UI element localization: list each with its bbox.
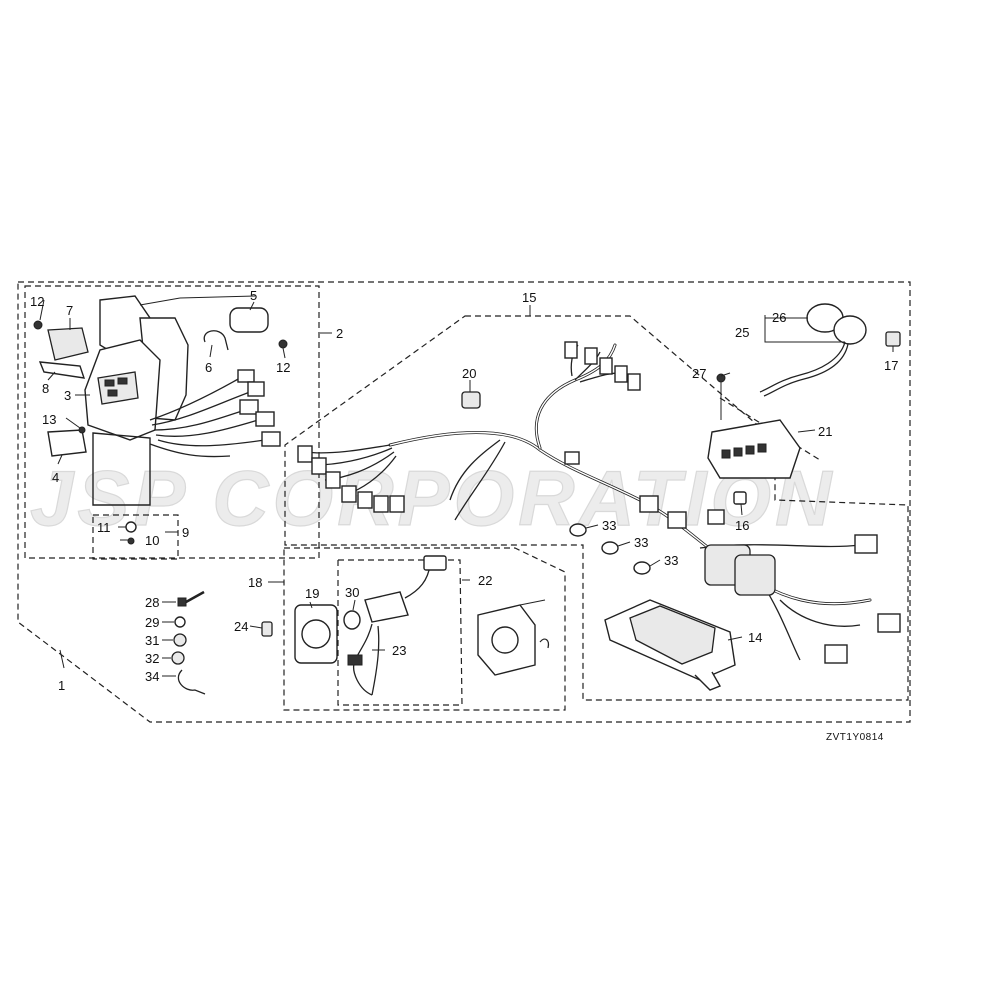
callout-1: 1	[58, 678, 65, 693]
callout-17: 17	[884, 358, 898, 373]
callout-5: 5	[250, 288, 257, 303]
part-24	[261, 621, 273, 637]
callout-7: 7	[66, 303, 73, 318]
callout-33a: 33	[602, 518, 616, 533]
callout-14: 14	[748, 630, 762, 645]
callout-16: 16	[735, 518, 749, 533]
lower-cover-part	[47, 429, 87, 457]
lanyard-23-part	[347, 623, 380, 696]
callout-10: 10	[145, 533, 159, 548]
screw-12b-part	[278, 339, 288, 349]
watermark: JSP CORPORATION	[30, 454, 835, 542]
outline-group-2	[24, 285, 320, 559]
leader-lines	[39, 295, 894, 677]
callout-12a: 12	[30, 294, 44, 309]
part-17	[885, 331, 901, 347]
cap-16-part	[733, 491, 747, 505]
diagram-code: ZVT1Y0814	[826, 732, 884, 743]
callout-27: 27	[692, 366, 706, 381]
screw-13-part	[78, 426, 86, 434]
nut-32-part	[171, 651, 185, 665]
nut-10-part	[127, 537, 135, 545]
callout-labels: 1 2 3 4 5 6 7 8 9 10 11 12 12 13 14 15 1…	[30, 288, 898, 693]
outline-group-22	[337, 559, 463, 706]
grip-cover-part	[229, 307, 269, 333]
callout-34: 34	[145, 669, 159, 684]
callout-19: 19	[305, 586, 319, 601]
key-switch-19-part	[294, 604, 338, 664]
nut-31-part	[173, 633, 187, 647]
callout-15: 15	[522, 290, 536, 305]
washer-29-part	[174, 616, 186, 628]
switch-30-part	[343, 555, 447, 630]
callout-32: 32	[145, 651, 159, 666]
outline-assembly-1	[17, 281, 911, 723]
callout-12b: 12	[276, 360, 290, 375]
grommet-20-part	[461, 391, 481, 409]
callout-22: 22	[478, 573, 492, 588]
callout-3: 3	[64, 388, 71, 403]
bracket-14-part	[604, 599, 736, 691]
bolt-28-part	[177, 590, 205, 607]
callout-13: 13	[42, 412, 56, 427]
control-box-part	[84, 295, 189, 506]
sensor-25-part	[759, 303, 867, 397]
outline-group-18	[283, 547, 566, 711]
callout-23: 23	[392, 643, 406, 658]
screw-12a-part	[33, 320, 43, 330]
outline-group-9	[92, 514, 179, 560]
clip-part	[203, 330, 229, 351]
callout-33b: 33	[634, 535, 648, 550]
module-21-part	[707, 419, 801, 479]
callout-24: 24	[234, 619, 248, 634]
callout-11: 11	[97, 520, 111, 535]
callout-33c: 33	[664, 553, 678, 568]
callout-6: 6	[205, 360, 212, 375]
callout-9: 9	[182, 525, 189, 540]
clamp-33c-part	[633, 561, 651, 575]
control-box-wires	[149, 377, 266, 458]
panel-22-part	[477, 599, 550, 676]
callout-4: 4	[52, 470, 59, 485]
callout-31: 31	[145, 633, 159, 648]
cover-plate-part	[47, 327, 89, 361]
bracket-part	[38, 361, 86, 379]
harness-connectors	[297, 341, 901, 664]
callout-18: 18	[248, 575, 262, 590]
callout-2: 2	[336, 326, 343, 341]
cable-34-part	[177, 669, 206, 695]
callout-26: 26	[772, 310, 786, 325]
outline-harness-15	[284, 315, 909, 701]
control-box-connectors	[237, 369, 281, 447]
callout-28: 28	[145, 595, 159, 610]
callout-25: 25	[735, 325, 749, 340]
callout-8: 8	[42, 381, 49, 396]
clamp-33b-part	[601, 541, 619, 555]
clamp-33a-part	[569, 523, 587, 537]
callout-21: 21	[818, 424, 832, 439]
callout-20: 20	[462, 366, 476, 381]
callout-29: 29	[145, 615, 159, 630]
callout-30: 30	[345, 585, 359, 600]
washer-11-part	[125, 521, 137, 533]
